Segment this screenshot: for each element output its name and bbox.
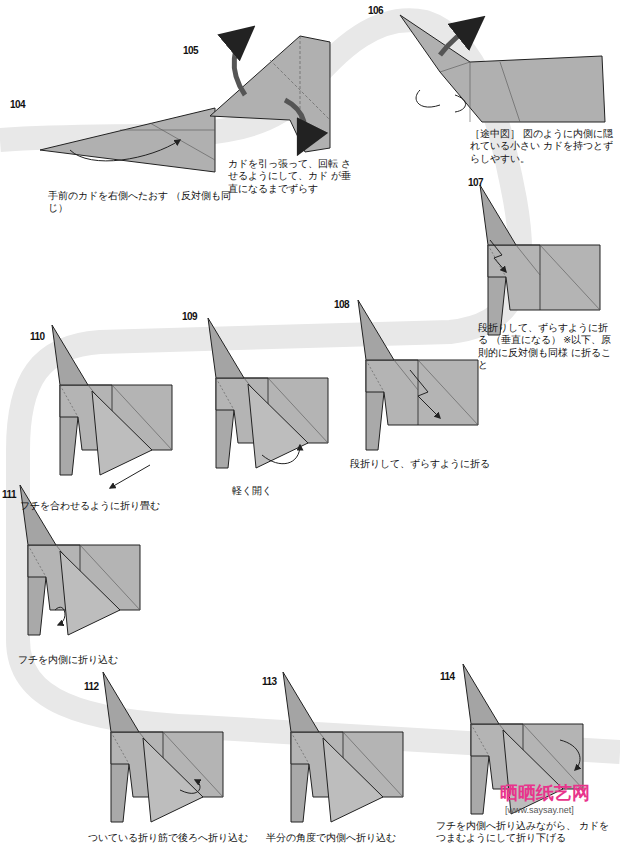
step-caption: 手前のカドを右側へたおす （反対側も同じ） bbox=[48, 190, 248, 215]
step-caption: 段折りして、ずらすように折る （垂直になる） ※以下、原則的に反対側も同様 に折… bbox=[478, 322, 616, 371]
watermark: 晒晒纸艺网 bbox=[500, 782, 612, 805]
step-number: 104 bbox=[10, 98, 40, 111]
step-number: 110 bbox=[30, 330, 60, 343]
step-caption: フチを合わせるように折り畳む bbox=[20, 500, 200, 512]
step-number: 112 bbox=[84, 680, 114, 693]
step-caption: 半分の角度で内側へ折り込む bbox=[266, 832, 436, 844]
step-number: 105 bbox=[183, 44, 213, 57]
step-caption: カドを引っ張って、回転 させるようにして、カド が垂直になるまでずらす bbox=[228, 158, 353, 195]
step-caption: 軽く開く bbox=[232, 485, 312, 497]
step-caption: フチを内側に折り込む bbox=[18, 654, 168, 666]
step-number: 114 bbox=[440, 670, 470, 683]
step-number: 111 bbox=[2, 488, 32, 501]
step-number: 108 bbox=[334, 298, 364, 311]
step-caption: フチを内側へ折り込みながら、 カドをつまむようにして折り下げる bbox=[436, 820, 616, 845]
step-number: 107 bbox=[468, 176, 498, 189]
step-number: 109 bbox=[182, 310, 212, 323]
step-number: 106 bbox=[368, 4, 398, 17]
watermark-url: [www.saysay.net] bbox=[505, 805, 610, 817]
step-caption: ついている折り筋で後ろへ折り込む bbox=[88, 832, 268, 844]
step-caption: ［途中図］ 図のように内側に隠れている小さい カドを持つとずらしやすい。 bbox=[470, 128, 615, 165]
step-number: 113 bbox=[262, 675, 292, 688]
step-caption: 段折りして、ずらすように折る bbox=[350, 458, 510, 470]
